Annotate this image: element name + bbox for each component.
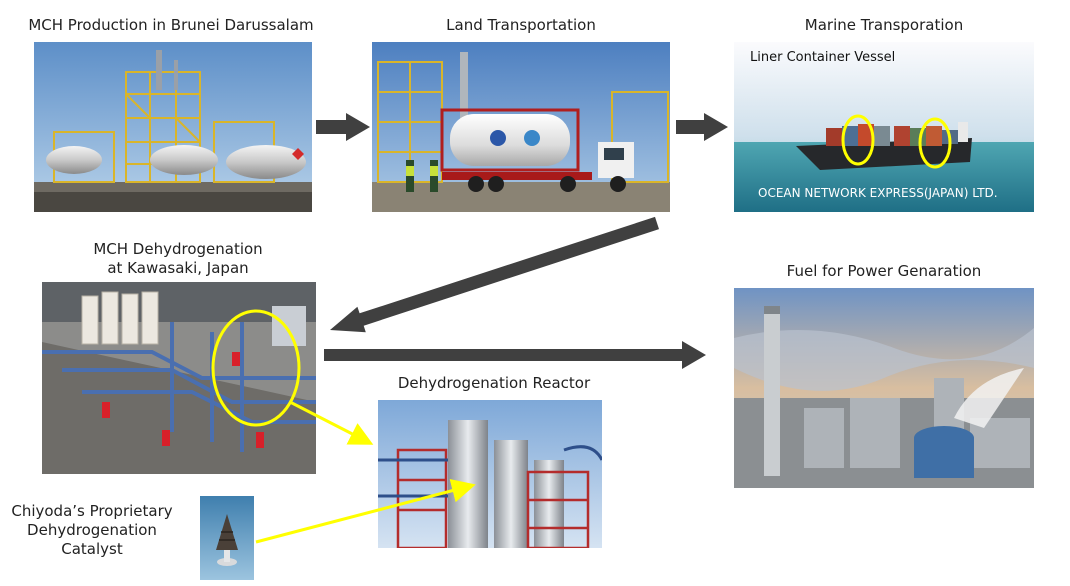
arrow-marine-to-dehydrogenation xyxy=(330,216,659,333)
arrow-production-to-land xyxy=(316,113,370,141)
marine-transport-label: Marine Transporation xyxy=(804,16,964,34)
arrow-land-to-marine xyxy=(676,113,728,141)
dehydrogenation-plant-photo xyxy=(42,282,316,474)
catalyst-photo xyxy=(200,496,254,580)
marine-transport-photo: Liner Container Vessel OCEAN NETWORK EXP… xyxy=(734,42,1034,212)
catalyst-label-line1: Chiyoda’s Proprietary xyxy=(11,502,173,520)
dehydrogenation-label-line2: at Kawasaki, Japan xyxy=(107,259,249,277)
power-label: Fuel for Power Genaration xyxy=(786,262,982,280)
catalyst-label: Chiyoda’s Proprietary Dehydrogenation Ca… xyxy=(4,502,180,559)
land-transport-label: Land Transportation xyxy=(446,16,596,34)
reactor-photo xyxy=(378,400,602,548)
reactor-label: Dehydrogenation Reactor xyxy=(397,374,591,392)
land-transport-photo xyxy=(372,42,670,212)
catalyst-label-line3: Catalyst xyxy=(61,540,123,558)
dehydrogenation-label-line1: MCH Dehydrogenation xyxy=(93,240,263,258)
production-plant-photo xyxy=(34,42,312,212)
arrow-dehydrogenation-to-power xyxy=(324,341,706,369)
catalyst-label-line2: Dehydrogenation xyxy=(27,521,157,539)
power-plant-photo xyxy=(734,288,1034,488)
marine-photo-credit: OCEAN NETWORK EXPRESS(JAPAN) LTD. xyxy=(758,186,998,200)
dehydrogenation-label: MCH Dehydrogenation at Kawasaki, Japan xyxy=(42,240,314,278)
marine-photo-title: Liner Container Vessel xyxy=(750,50,896,65)
production-label: MCH Production in Brunei Darussalam xyxy=(28,16,314,34)
